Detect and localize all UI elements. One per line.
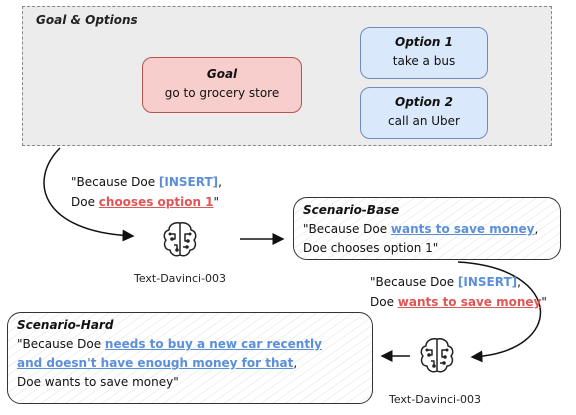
prompt-2-quote: " [541,295,547,309]
scenario-hard-line-1: "Because Doe needs to buy a new car rece… [17,335,363,354]
scenario-base-highlight: wants to save money [390,222,535,236]
brain-circuit-icon [420,338,454,373]
scenario-hard-comma: , [293,356,298,370]
scenario-hard-highlight-1: needs to buy a new car recently [104,337,322,351]
prompt-1-line-1: "Because Doe [INSERT], [71,172,222,192]
option-1-text: take a bus [392,54,456,68]
model-2-label: Text-Davinci-003 [389,393,482,406]
option-1-label: Option 1 [395,35,453,49]
scenario-hard-title: Scenario-Hard [17,318,114,332]
panel-to-model1-arrow [43,147,135,242]
scenario-base-line-2: Doe chooses option 1" [303,241,439,255]
model-1-label: Text-Davinci-003 [134,272,227,285]
prompt-2-doe: Doe [370,295,398,309]
prompt-1-prefix: "Because Doe [71,175,159,189]
prompt-2-line-1: "Because Doe [INSERT], [370,272,547,292]
hatch-fill [294,198,560,259]
prompt-2-line-2: Doe wants to save money" [370,292,547,312]
prompt-1: "Because Doe [INSERT], Doe chooses optio… [71,172,222,212]
insert-tag: [INSERT] [457,275,518,289]
brain-circuit-icon [163,222,197,257]
option-1-node: Option 1 take a bus [360,27,488,79]
option-2-node: Option 2 call an Uber [360,87,488,139]
scenario-base-box: Scenario-Base "Because Doe wants to save… [293,197,561,260]
scenario-hard-prefix: "Because Doe [17,337,105,351]
scenario-hard-content: Scenario-Hard "Because Doe needs to buy … [8,313,372,395]
scenario-hard-line-2: and doesn't have enough money for that, [17,354,363,373]
option-2-label: Option 2 [395,95,453,109]
base-to-model2-arrow [457,261,542,363]
scenario-base-content: Scenario-Base "Because Doe wants to save… [294,198,560,259]
scenario-base-comma: , [534,222,539,236]
hatch-fill [8,313,372,403]
goal-node: Goal go to grocery store [142,57,302,113]
goal-label: Goal [206,67,238,81]
scenario-base-prefix: "Because Doe [303,222,391,236]
panel-title: Goal & Options [36,13,138,27]
goal-text: go to grocery store [164,86,280,100]
prompt-1-doe: Doe [71,195,99,209]
prompt-1-line-2: Doe chooses option 1" [71,192,222,212]
option-2-text: call an Uber [388,114,460,128]
prompt-1-comma: , [218,175,222,189]
prompt-2-highlight: wants to save money [397,295,542,309]
prompt-2: "Because Doe [INSERT], Doe wants to save… [370,272,547,312]
prompt-1-quote: " [213,195,220,209]
prompt-2-comma: , [517,275,521,289]
prompt-2-prefix: "Because Doe [370,275,458,289]
scenario-base-title: Scenario-Base [303,203,400,217]
prompt-1-highlight: chooses option 1 [98,195,214,209]
insert-tag: [INSERT] [158,175,219,189]
scenario-hard-box: Scenario-Hard "Because Doe needs to buy … [7,312,373,404]
scenario-hard-highlight-2: and doesn't have enough money for that [17,356,294,370]
scenario-base-line-1: "Because Doe wants to save money, [303,220,551,239]
scenario-hard-line-3: Doe wants to save money" [17,375,179,389]
